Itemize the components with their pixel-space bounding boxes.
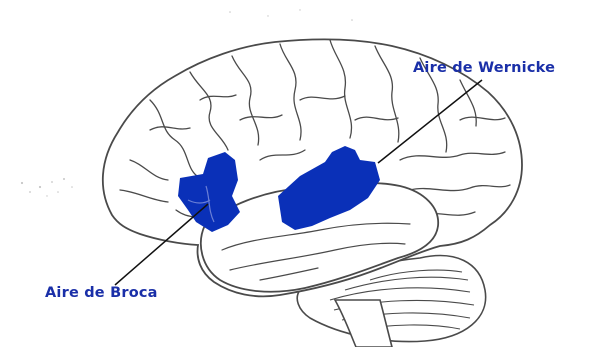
wernicke-label: Aire de Wernicke <box>413 60 555 76</box>
broca-label: Aire de Broca <box>45 285 158 301</box>
